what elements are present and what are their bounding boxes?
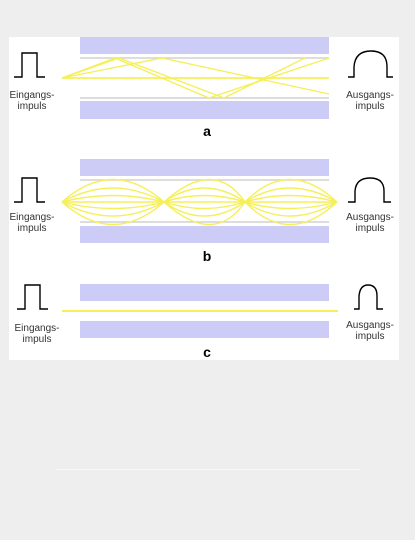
panel-a-ray-2	[61, 57, 330, 95]
panel-b-ray-1	[61, 178, 338, 204]
panel-a-cladding-bottom	[80, 101, 329, 119]
input-label-line1: Eingangs-	[9, 90, 55, 101]
input-label-line2: impuls	[22, 334, 52, 345]
panel-a-output-label: Ausgangs-impuls	[335, 90, 405, 112]
panel-c-fiber	[62, 284, 338, 338]
panel-a-input-label: Eingangs-impuls	[0, 90, 67, 112]
output-label-line1: Ausgangs-	[346, 320, 394, 331]
fiber-diagram: Eingangs-impuls Ausgangs-impuls a Eingan…	[9, 37, 399, 360]
panel-b-cladding-bottom	[80, 226, 329, 243]
input-pulse-icon	[14, 52, 45, 78]
panel-b-output-label: Ausgangs-impuls	[335, 212, 405, 234]
panel-c-output-label: Ausgangs-impuls	[335, 320, 405, 342]
output-pulse-icon	[348, 177, 391, 203]
input-label-line1: Eingangs-	[14, 323, 60, 334]
divider	[55, 469, 360, 470]
panel-b-ray-3	[61, 187, 338, 203]
panel-b-fiber	[61, 159, 338, 243]
input-pulse-icon	[14, 177, 45, 203]
panel-a-cladding-top	[80, 37, 329, 54]
panel-b-caption: b	[202, 248, 212, 264]
panel-c-input-label: Eingangs-impuls	[2, 323, 72, 345]
input-pulse-icon	[17, 284, 48, 310]
input-label-line2: impuls	[17, 223, 47, 234]
panel-c-caption: c	[203, 344, 211, 360]
panel-b-input-label: Eingangs-impuls	[0, 212, 67, 234]
panel-b-ray-2	[61, 200, 338, 226]
output-pulse-icon	[354, 284, 383, 310]
panel-a-fiber	[61, 37, 330, 119]
output-label-line1: Ausgangs-	[346, 212, 394, 223]
pulses	[14, 50, 393, 310]
panel-c-cladding-bottom	[80, 321, 329, 338]
output-label-line2: impuls	[355, 223, 385, 234]
output-label-line2: impuls	[355, 101, 385, 112]
fiber-diagram-svg	[14, 37, 393, 338]
output-label-line1: Ausgangs-	[346, 90, 394, 101]
panel-b-cladding-top	[80, 159, 329, 176]
panel-b-ray-5	[61, 194, 338, 203]
panel-c-cladding-top	[80, 284, 329, 301]
panel-a-rays	[61, 57, 330, 99]
panel-b-rays	[61, 178, 338, 226]
input-label-line1: Eingangs-	[9, 212, 55, 223]
output-pulse-icon	[348, 50, 393, 78]
input-label-line2: impuls	[17, 101, 47, 112]
panel-b-ray-6	[61, 201, 338, 210]
panel-a-caption: a	[203, 123, 211, 139]
panel-b-ray-4	[61, 201, 338, 217]
output-label-line2: impuls	[355, 331, 385, 342]
